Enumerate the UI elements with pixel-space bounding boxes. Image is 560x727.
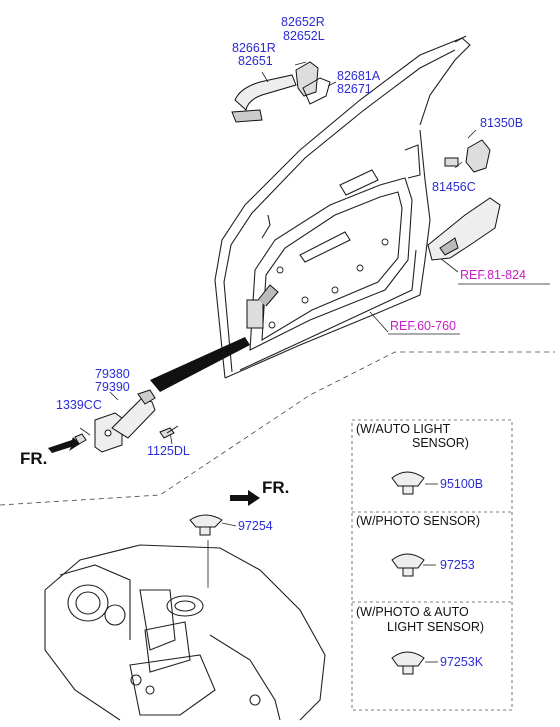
part-label-81456c[interactable]: 81456C (432, 180, 476, 194)
option-auto-light-line2: SENSOR) (412, 436, 469, 450)
sensor-97254 (189, 514, 223, 536)
part-label-97253[interactable]: 97253 (440, 558, 475, 572)
fr-direction-lower: FR. (20, 449, 48, 468)
part-label-95100b[interactable]: 95100B (440, 477, 484, 491)
part-label-82652l[interactable]: 82652L (283, 29, 325, 43)
fr-arrow-lower (48, 437, 80, 453)
leader-lines (79, 61, 477, 663)
nut-and-bolt (74, 425, 179, 445)
part-label-79390[interactable]: 79390 (95, 380, 130, 394)
option-photo: (W/PHOTO SENSOR) (356, 514, 481, 528)
part-label-81350b[interactable]: 81350B (480, 116, 524, 130)
part-label-1125dl[interactable]: 1125DL (147, 444, 190, 458)
option-photo-auto-line1: (W/PHOTO & AUTO (356, 605, 469, 619)
checker-link-wedge (150, 337, 250, 392)
sensor-97253 (391, 553, 425, 577)
outside-handle (231, 61, 331, 123)
part-label-82671[interactable]: 82671 (337, 82, 372, 96)
latch-assembly (427, 197, 501, 261)
part-label-97253k[interactable]: 97253K (440, 655, 484, 669)
door-checker-detail (94, 389, 156, 453)
part-label-82661r[interactable]: 82661R (232, 41, 276, 55)
dashboard (44, 544, 326, 721)
striker-parts (444, 139, 491, 173)
part-label-97254[interactable]: 97254 (238, 519, 273, 533)
door-checker-on-door (246, 284, 279, 329)
part-label-82651[interactable]: 82651 (238, 54, 273, 68)
section-dividers (0, 351, 555, 588)
door-holes (268, 238, 389, 329)
part-label-1339cc[interactable]: 1339CC (56, 398, 102, 412)
option-photo-auto-line2: LIGHT SENSOR) (387, 620, 485, 634)
part-label-79380[interactable]: 79380 (95, 367, 130, 381)
part-label-82681a[interactable]: 82681A (337, 69, 381, 83)
sensor-95100b (391, 471, 425, 495)
ref-label-81-824[interactable]: REF.81-824 (460, 268, 527, 282)
ref-label-60-760[interactable]: REF.60-760 (390, 319, 457, 333)
fr-direction-upper: FR. (262, 478, 290, 497)
fr-arrow-upper (230, 490, 260, 506)
option-auto-light-line1: (W/AUTO LIGHT (356, 422, 451, 436)
sensor-97253k (391, 651, 425, 675)
options-box (351, 419, 513, 711)
part-label-82652r[interactable]: 82652R (281, 15, 325, 29)
front-door-frame (214, 35, 471, 379)
